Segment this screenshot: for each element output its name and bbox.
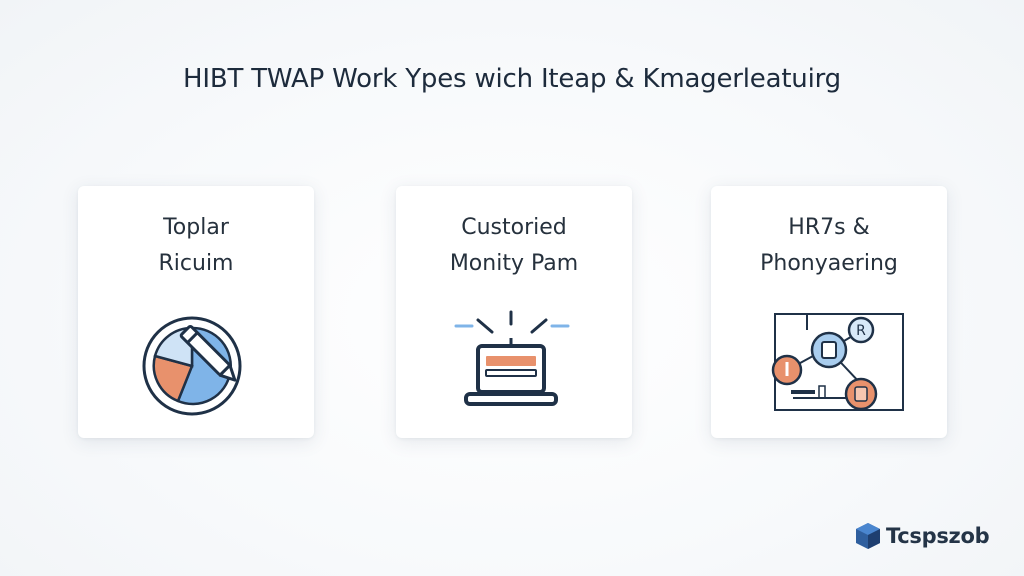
page-title: HIBT TWAP Work Ypes wich Iteap & Kmagerl… [183,64,841,94]
cube-logo-icon [856,523,880,549]
card-toplar-ricuim[interactable]: Toplar Ricuim [78,186,314,438]
card-title-line-2: Ricuim [158,251,234,276]
card-title-line-1: Custoried [461,215,567,240]
brand-name: Tcspszob [886,524,990,548]
laptop-alert-icon [454,310,570,406]
brand[interactable]: Tcspszob [854,520,990,552]
node-label: R [856,323,866,339]
card-title: Custoried Monity Pam [396,210,632,282]
card-title: Toplar Ricuim [78,210,314,282]
card-title-line-1: Toplar [163,215,229,240]
network-nodes-icon: R [771,313,904,411]
card-title-line-1: HR7s & [788,215,870,240]
card-title: HR7s & Phonyaering [711,210,947,282]
card-custoried-monity-pam[interactable]: Custoried Monity Pam [396,186,632,438]
pie-chart-pencil-icon [142,316,242,416]
card-title-line-2: Monity Pam [449,251,579,276]
card-hr7s-phonyaering[interactable]: HR7s & Phonyaering R [711,186,947,438]
card-title-line-2: Phonyaering [760,251,898,276]
